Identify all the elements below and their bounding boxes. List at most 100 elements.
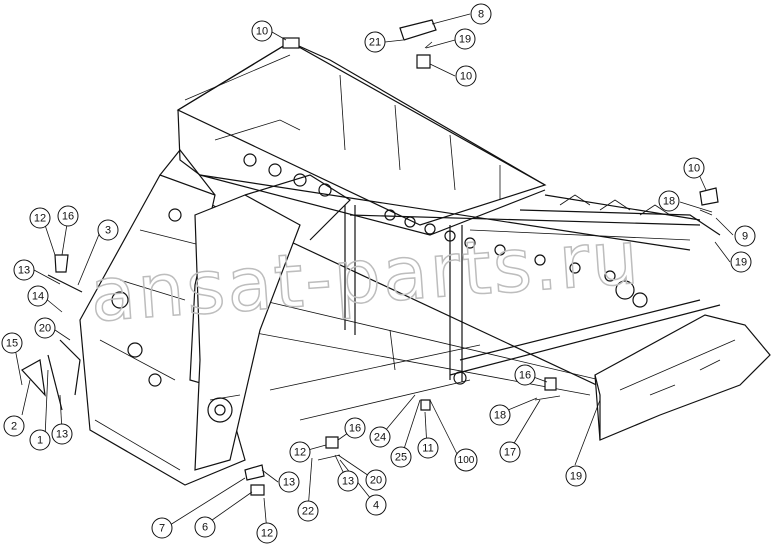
callout-label: 13 <box>342 476 354 488</box>
callout-10-mid: 10 <box>455 65 477 87</box>
callout-label: 12 <box>294 447 306 459</box>
callout-label: 4 <box>373 500 379 512</box>
callout-label: 6 <box>202 522 208 534</box>
callout-6: 6 <box>194 516 216 538</box>
callout-label: 15 <box>6 338 18 350</box>
callout-circle <box>364 31 386 53</box>
callout-label: 22 <box>302 506 314 518</box>
callout-label: 12 <box>34 213 46 225</box>
callout-label: 19 <box>459 34 471 46</box>
callout-label: 18 <box>663 196 675 208</box>
marker-extension <box>469 194 721 241</box>
callout-label: 12 <box>261 528 273 540</box>
callout-label: 18 <box>494 410 506 422</box>
callout-label: 1 <box>37 435 43 447</box>
callout-label: 24 <box>374 432 386 444</box>
callout-21: 21 <box>364 31 386 53</box>
callout-label: 9 <box>742 231 748 243</box>
callout-circle <box>565 465 587 487</box>
callout-15: 15 <box>1 332 23 354</box>
callout-13-left: 13 <box>13 259 35 281</box>
callout-12-left: 12 <box>29 207 51 229</box>
callout-11: 11 <box>417 437 439 459</box>
callout-13-bottom: 13 <box>278 471 300 493</box>
callout-circle <box>390 446 412 468</box>
callout-14: 14 <box>27 285 49 307</box>
callout-label: 8 <box>478 9 484 21</box>
callout-17: 17 <box>499 441 521 463</box>
callout-label: 17 <box>504 447 516 459</box>
callout-label: 16 <box>62 211 74 223</box>
callout-circle <box>278 471 300 493</box>
callout-circle <box>489 404 511 426</box>
callout-circle <box>13 259 35 281</box>
callout-20-left: 20 <box>34 317 56 339</box>
callout-16-bc: 16 <box>344 417 366 439</box>
callout-24: 24 <box>369 426 391 448</box>
callout-circle <box>256 522 278 544</box>
seed-hopper <box>176 37 547 236</box>
callout-circle <box>251 20 273 42</box>
right-beam <box>594 314 771 441</box>
callout-20-bc: 20 <box>365 469 387 491</box>
callout-circle <box>455 65 477 87</box>
callout-circle <box>417 437 439 459</box>
callout-circle <box>499 441 521 463</box>
callout-circle <box>514 364 536 386</box>
callout-label: 14 <box>32 291 44 303</box>
callout-circle <box>29 429 51 451</box>
callout-circle <box>470 3 492 25</box>
front-frame <box>79 149 351 486</box>
callout-13-bl: 13 <box>51 423 73 445</box>
callout-10-right: 10 <box>683 157 705 179</box>
callout-circle <box>365 494 387 516</box>
callout-7: 7 <box>151 517 173 539</box>
callout-18-br: 18 <box>489 404 511 426</box>
callout-label: 11 <box>422 443 433 455</box>
callout-label: 16 <box>519 370 531 382</box>
callout-circle <box>97 219 119 241</box>
callout-100: 100 <box>454 448 478 472</box>
callout-circle <box>683 157 705 179</box>
callout-label: 21 <box>369 37 381 49</box>
callout-18-right: 18 <box>658 190 680 212</box>
callout-2: 2 <box>3 415 25 437</box>
callout-19-right: 19 <box>730 251 752 273</box>
callout-circle <box>337 470 359 492</box>
callout-label: 13 <box>18 265 30 277</box>
callout-9: 9 <box>734 225 756 247</box>
callout-label: 2 <box>11 421 17 433</box>
callout-22: 22 <box>297 500 319 522</box>
callout-circle <box>454 448 478 472</box>
part-2-wedge <box>21 359 46 397</box>
callout-circle <box>730 251 752 273</box>
callout-4: 4 <box>365 494 387 516</box>
frame-posts <box>344 205 467 385</box>
callout-label: 10 <box>460 71 472 83</box>
callout-12-bc: 12 <box>289 441 311 463</box>
callout-label: 3 <box>105 225 111 237</box>
callout-19-top: 19 <box>454 28 476 50</box>
callout-label: 13 <box>56 429 68 441</box>
callout-label: 19 <box>570 471 582 483</box>
callout-circle <box>27 285 49 307</box>
callout-13-bc: 13 <box>337 470 359 492</box>
hitch-parts <box>21 254 83 411</box>
callout-label: 10 <box>688 163 700 175</box>
callout-label: 7 <box>159 523 165 535</box>
callout-circle <box>34 317 56 339</box>
callout-16-left: 16 <box>57 205 79 227</box>
callout-19-br: 19 <box>565 465 587 487</box>
callout-12-bottom: 12 <box>256 522 278 544</box>
callout-circle <box>734 225 756 247</box>
callout-label: 13 <box>283 477 295 489</box>
callout-label: 19 <box>735 257 747 269</box>
callout-circle <box>57 205 79 227</box>
callout-circle <box>344 417 366 439</box>
callout-10-top: 10 <box>251 20 273 42</box>
callout-16-br: 16 <box>514 364 536 386</box>
callout-label: 100 <box>458 455 475 466</box>
callout-circle <box>454 28 476 50</box>
